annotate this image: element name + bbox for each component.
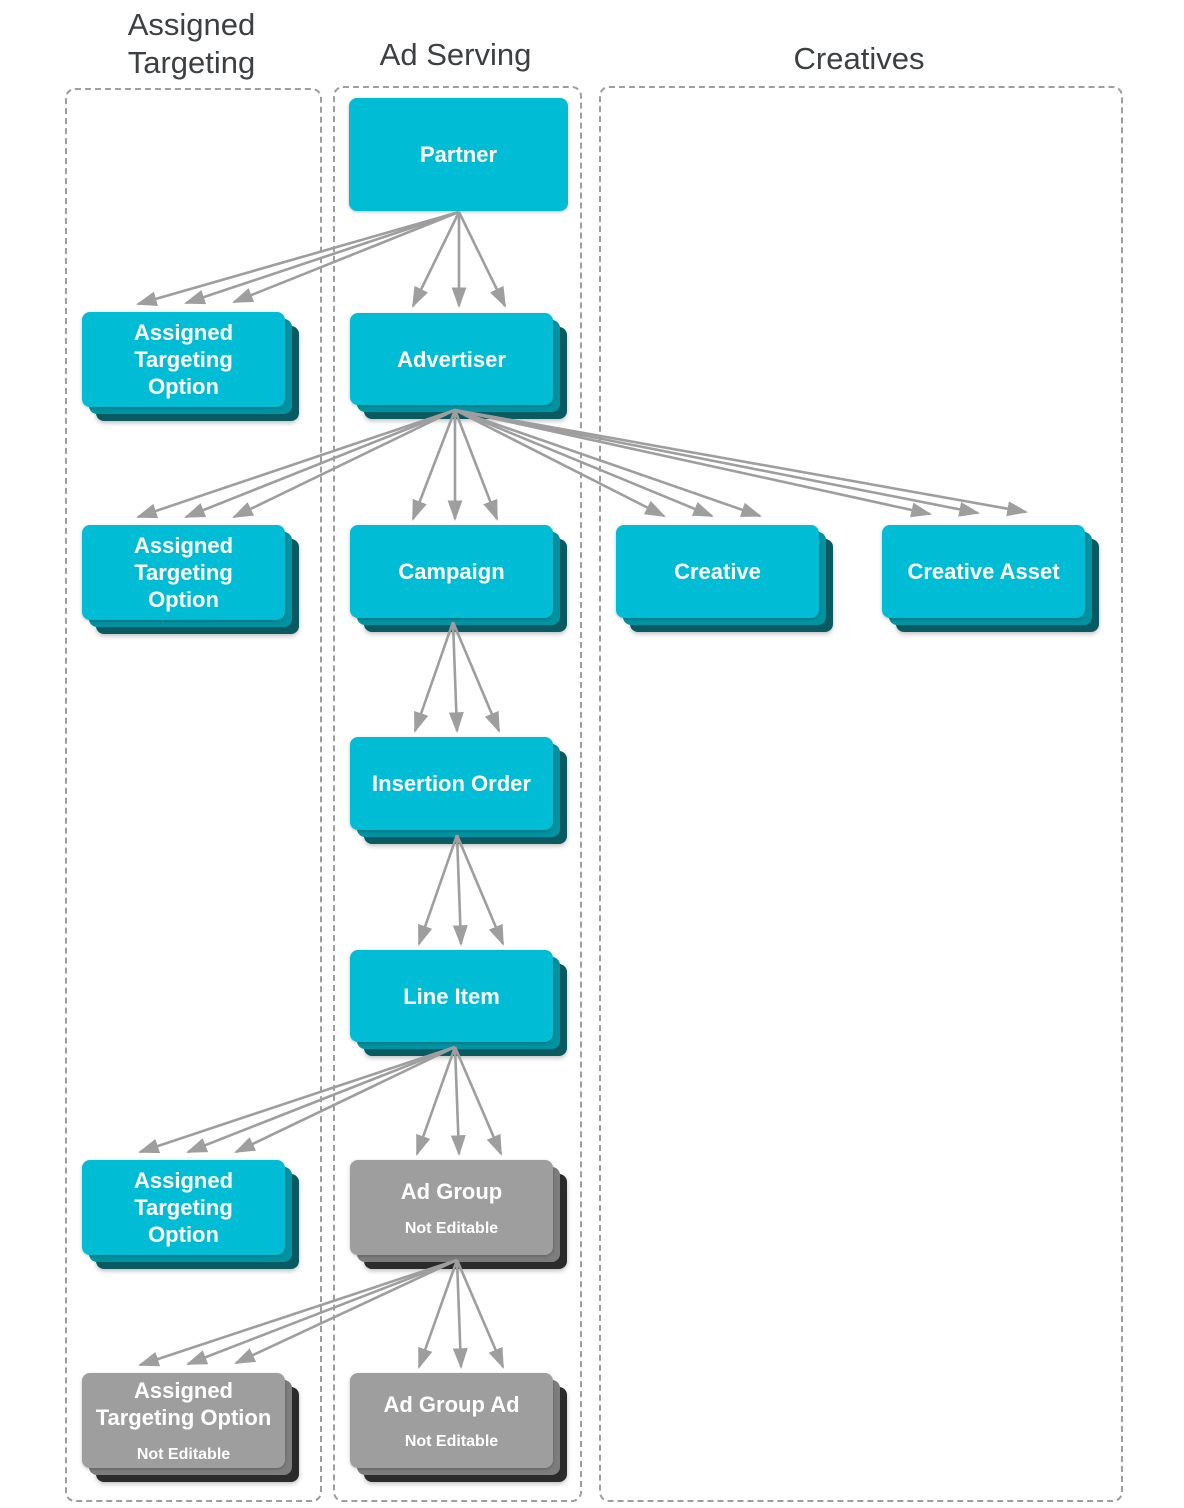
column-region-creatives xyxy=(599,86,1123,1502)
node-face: Partner xyxy=(349,98,568,211)
node-label: Creative xyxy=(674,559,761,584)
node-insertion-order: Insertion Order xyxy=(350,737,567,844)
column-header-creatives: Creatives xyxy=(599,40,1119,78)
node-face: Creative Asset xyxy=(882,525,1085,618)
node-campaign: Campaign xyxy=(350,525,567,632)
node-label: Campaign xyxy=(398,559,505,584)
node-label: Advertiser xyxy=(397,346,506,372)
column-header-ad-serving: Ad Serving xyxy=(333,36,578,74)
node-creative-asset: Creative Asset xyxy=(882,525,1099,632)
node-face: Creative xyxy=(616,525,819,618)
node-sublabel: Not Editable xyxy=(136,1446,231,1463)
node-sublabel: Not Editable xyxy=(404,1219,499,1237)
column-region-assigned-targeting xyxy=(65,88,322,1502)
column-region-ad-serving xyxy=(333,86,582,1502)
node-label: Partner xyxy=(419,142,498,167)
node-face: Advertiser xyxy=(350,313,553,405)
node-label: Insertion Order xyxy=(372,771,531,796)
node-label: Ad Group xyxy=(400,1178,503,1204)
node-ad-group-ad: Ad Group Ad Not Editable xyxy=(350,1373,567,1482)
node-face: Campaign xyxy=(350,525,553,618)
node-label: Ad Group Ad xyxy=(383,1391,520,1417)
node-face: Insertion Order xyxy=(350,737,553,830)
node-sublabel: Not Editable xyxy=(404,1432,499,1450)
header-line: Creatives xyxy=(793,41,925,76)
node-label: Creative Asset xyxy=(907,559,1060,584)
node-line-item: Line Item xyxy=(350,950,567,1056)
node-face: Line Item xyxy=(350,950,553,1042)
node-advertiser: Advertiser xyxy=(350,313,567,419)
header-line: Ad Serving xyxy=(379,37,532,72)
node-partner: Partner xyxy=(349,98,568,211)
header-line: Assigned xyxy=(127,7,256,42)
node-creative: Creative xyxy=(616,525,833,632)
header-line: Targeting xyxy=(127,45,256,80)
node-label: Line Item xyxy=(403,983,500,1009)
node-face: Ad Group Ad Not Editable xyxy=(350,1373,553,1468)
column-header-assigned-targeting: Assigned Targeting xyxy=(65,6,318,82)
